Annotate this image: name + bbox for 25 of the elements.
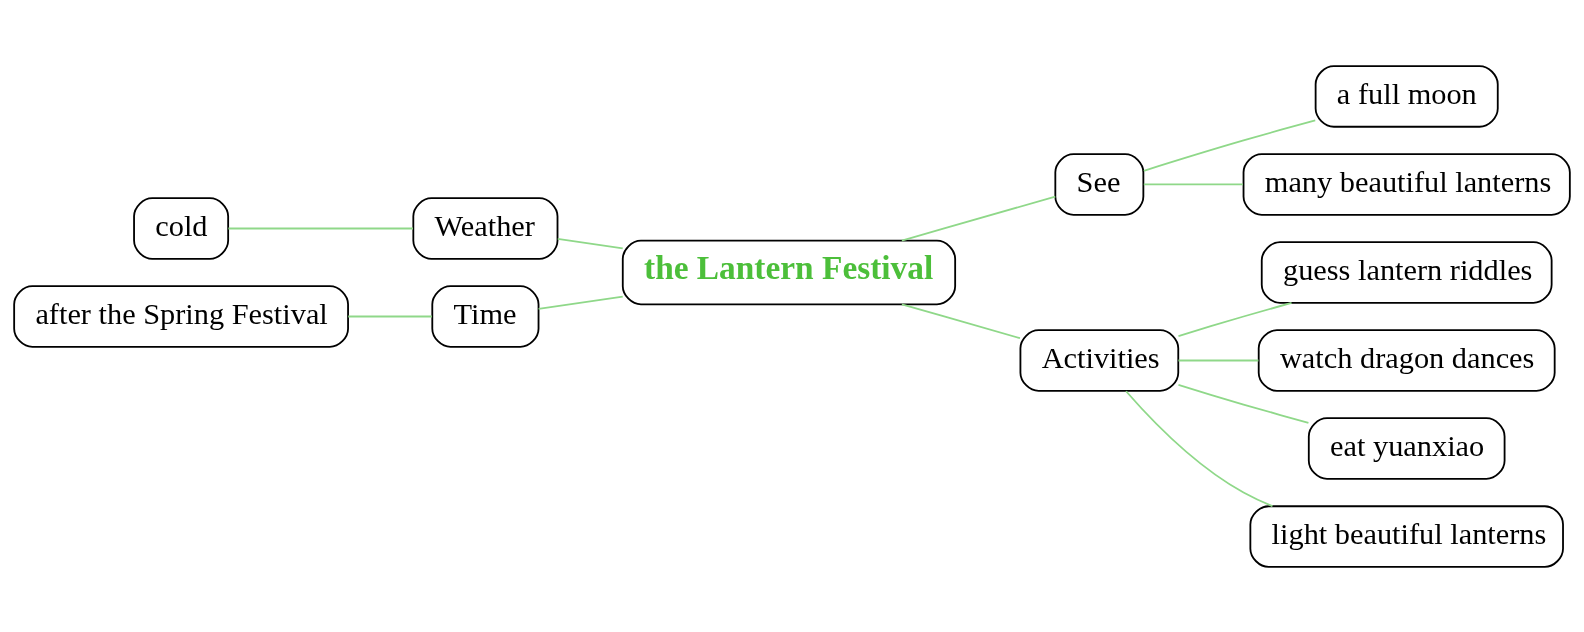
node-box: See (1054, 152, 1145, 216)
node-box: the Lantern Festival (621, 239, 957, 305)
node-box: Time (431, 284, 540, 348)
node-box: eat yuanxiao (1307, 416, 1506, 480)
node-box: watch dragon dances (1257, 328, 1556, 392)
node-box: a full moon (1314, 64, 1499, 128)
node-box: cold (133, 196, 230, 260)
connector (1177, 301, 1293, 337)
node-box: after the Spring Festival (13, 284, 349, 348)
connector (900, 195, 1057, 241)
connector (1125, 389, 1274, 507)
node-box: Activities (1019, 328, 1180, 392)
connector (1177, 383, 1310, 424)
connector (537, 295, 624, 310)
node-box: many beautiful lanterns (1242, 152, 1571, 216)
node-box: Weather (412, 196, 559, 260)
connector (1142, 183, 1244, 185)
connector (347, 315, 433, 317)
node-box: light beautiful lanterns (1249, 504, 1564, 568)
connector (900, 302, 1021, 339)
connector (556, 237, 624, 249)
connector (1177, 359, 1260, 361)
node-box: guess lantern riddles (1260, 240, 1553, 304)
connector (227, 227, 414, 229)
connector (1142, 118, 1317, 172)
